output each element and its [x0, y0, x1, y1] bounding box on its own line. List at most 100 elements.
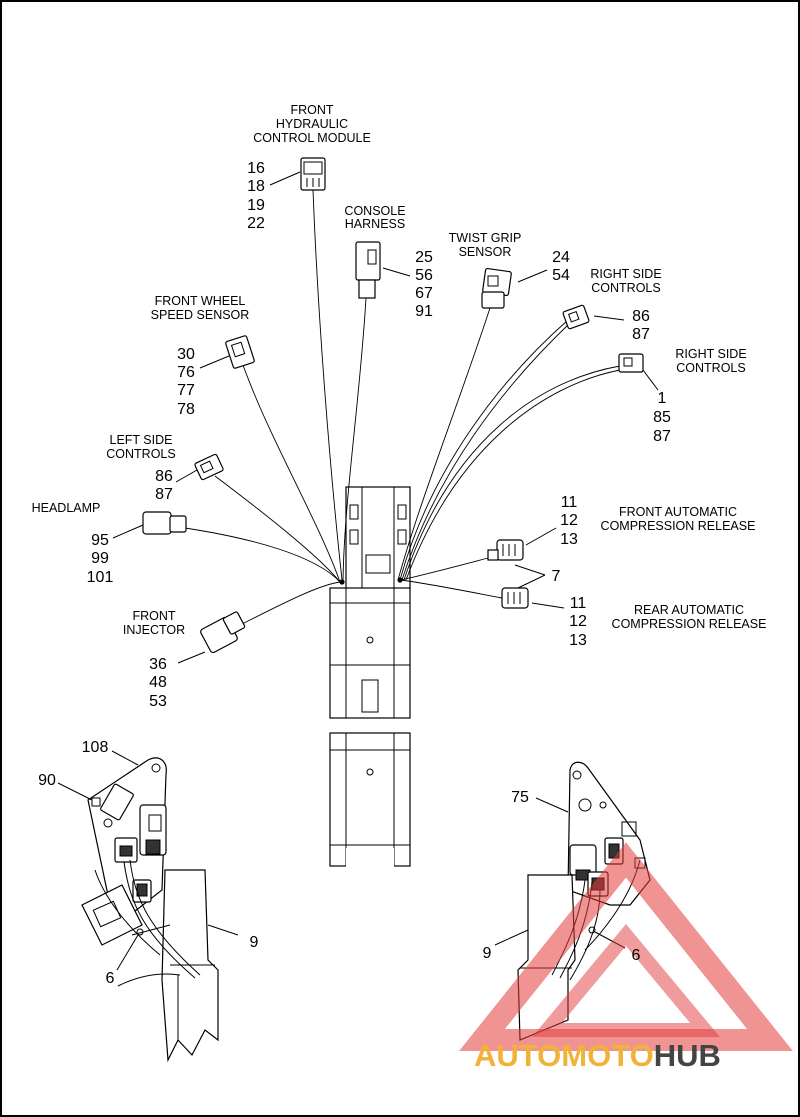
label-line: TWIST GRIP	[449, 231, 522, 245]
callout-75: 75	[511, 789, 529, 806]
callout-number: 12	[569, 613, 587, 630]
callout-console-harness: 25 56 67 91	[415, 249, 433, 320]
label-line: RIGHT SIDE	[675, 347, 746, 361]
callout-6-right: 6	[632, 947, 641, 964]
callout-number: 99	[91, 550, 109, 567]
callout-front-acr: 11 12 13	[560, 494, 578, 548]
label-line: CONTROL MODULE	[253, 131, 371, 145]
label-line: COMPRESSION RELEASE	[612, 617, 767, 631]
label-line: RIGHT SIDE	[590, 267, 661, 281]
callout-number: 54	[552, 267, 570, 284]
callout-number: 91	[415, 303, 433, 320]
callout-108: 108	[82, 739, 109, 756]
left-bracket-assembly	[81, 757, 219, 1063]
label-front-hcm: FRONT HYDRAULIC CONTROL MODULE	[253, 103, 371, 145]
connector-console-harness	[355, 241, 381, 299]
label-line: CONTROLS	[106, 447, 175, 461]
label-rear-acr: REAR AUTOMATIC COMPRESSION RELEASE	[612, 603, 767, 631]
callout-right-side-controls-b: 1 85 87	[653, 390, 671, 445]
label-line: HARNESS	[345, 217, 405, 231]
callout-number: 24	[552, 249, 570, 266]
harness-wires	[184, 189, 621, 626]
callout-number: 11	[570, 595, 587, 612]
callout-number: 16	[247, 160, 265, 177]
label-line: FRONT	[132, 609, 175, 623]
callout-number: 12	[560, 512, 578, 529]
callout-number: 95	[91, 532, 109, 549]
label-line: FRONT	[290, 103, 333, 117]
label-front-injector: FRONT INJECTOR	[123, 609, 185, 637]
label-line: FRONT WHEEL	[155, 294, 246, 308]
callout-number: 48	[149, 674, 167, 691]
label-line: CONTROLS	[676, 361, 745, 375]
connector-front-injector	[200, 611, 246, 654]
connector-rear-acr	[501, 587, 529, 609]
callout-right-side-controls-a: 86 87	[632, 308, 650, 343]
connector-front-wheel-speed	[225, 335, 255, 369]
connector-right-side-controls-a	[562, 304, 590, 330]
connector-headlamp	[142, 511, 187, 535]
callout-front-wheel-speed: 30 76 77 78	[177, 346, 195, 418]
callout-number: 76	[177, 364, 195, 381]
watermark-text-auto: AUTO	[474, 1038, 561, 1073]
label-line: COMPRESSION RELEASE	[601, 519, 756, 533]
callout-number: 30	[177, 346, 195, 363]
label-left-side-controls: LEFT SIDE CONTROLS	[106, 433, 175, 461]
callout-number: 78	[177, 401, 195, 418]
watermark-triangle	[459, 842, 793, 1051]
label-console-harness: CONSOLE HARNESS	[344, 204, 405, 231]
connector-left-side-controls	[194, 453, 224, 481]
leader-lines	[112, 171, 659, 664]
label-line: CONTROLS	[591, 281, 660, 295]
callout-number: 13	[569, 632, 587, 649]
label-line: HEADLAMP	[32, 501, 101, 515]
callout-front-hcm: 16 18 19 22	[247, 160, 265, 232]
label-line: CONSOLE	[344, 204, 405, 218]
callout-left-side-controls: 86 87	[155, 468, 173, 503]
label-right-side-controls-b: RIGHT SIDE CONTROLS	[675, 347, 746, 375]
callout-number: 53	[149, 693, 167, 710]
callout-number: 22	[247, 215, 265, 232]
callout-9-right: 9	[483, 945, 492, 962]
label-line: SPEED SENSOR	[151, 308, 250, 322]
connector-right-side-controls-b	[618, 353, 644, 373]
callout-number: 67	[415, 285, 433, 302]
callout-acr-common: 7	[552, 568, 561, 585]
frame-rail	[329, 486, 411, 868]
callout-rear-acr: 11 12 13	[569, 595, 587, 649]
watermark-text-hub: HUB	[654, 1038, 721, 1073]
label-front-wheel-speed: FRONT WHEEL SPEED SENSOR	[151, 294, 250, 322]
label-right-side-controls-a: RIGHT SIDE CONTROLS	[590, 267, 661, 295]
callout-number: 101	[87, 569, 114, 586]
callout-headlamp: 95 99 101	[87, 532, 114, 586]
callout-6-left: 6	[106, 970, 115, 987]
callout-number: 13	[560, 531, 578, 548]
label-line: INJECTOR	[123, 623, 185, 637]
label-line: LEFT SIDE	[110, 433, 173, 447]
watermark-text-moto: MOTO	[561, 1038, 653, 1073]
callout-front-injector: 36 48 53	[149, 656, 167, 710]
label-line: REAR AUTOMATIC	[634, 603, 744, 617]
label-headlamp: HEADLAMP	[32, 501, 101, 515]
connector-front-hcm	[300, 157, 326, 191]
callout-number: 36	[149, 656, 167, 673]
label-front-acr: FRONT AUTOMATIC COMPRESSION RELEASE	[601, 505, 756, 533]
watermark-logo: AUTOMOTOHUB	[459, 842, 793, 1073]
callout-number: 85	[653, 409, 671, 426]
label-line: FRONT AUTOMATIC	[619, 505, 737, 519]
left-assembly-leaders	[57, 750, 239, 971]
callout-number: 86	[632, 308, 650, 325]
callout-number: 56	[415, 267, 433, 284]
callout-90: 90	[38, 772, 56, 789]
connector-front-acr	[487, 539, 524, 561]
callout-number: 11	[561, 494, 578, 511]
callout-number: 87	[653, 428, 671, 445]
callout-number: 87	[632, 326, 650, 343]
callout-number: 86	[155, 468, 173, 485]
callout-number: 1	[658, 390, 667, 407]
callout-number: 87	[155, 486, 173, 503]
svg-text:AUTOMOTOHUB: AUTOMOTOHUB	[474, 1038, 721, 1073]
connector-twist-grip	[481, 267, 512, 309]
